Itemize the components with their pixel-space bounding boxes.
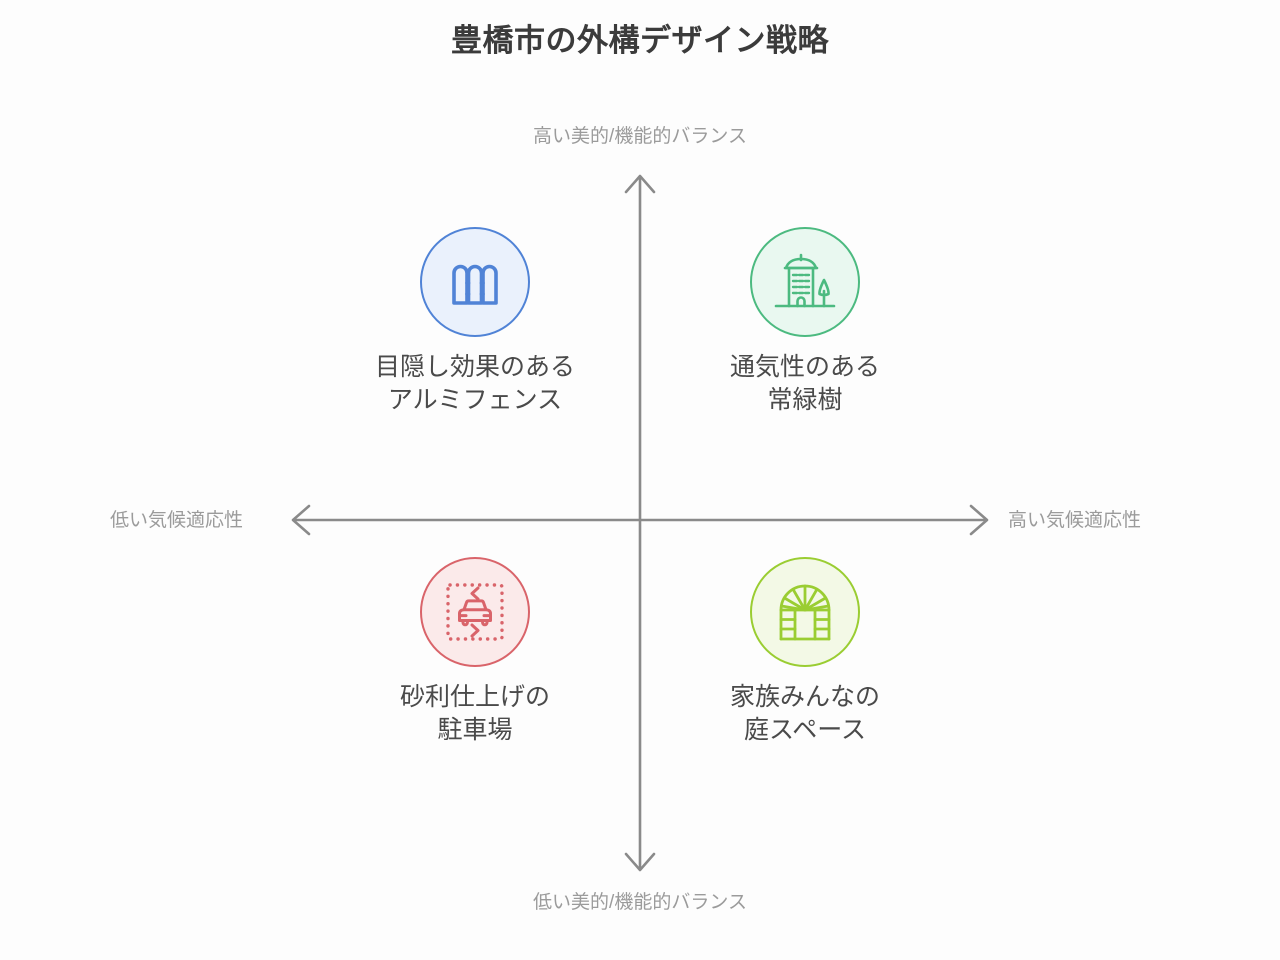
- fence-icon: [452, 264, 498, 305]
- axis-label-right: 高い気候適応性: [1008, 510, 1142, 531]
- quadrant-item-bottom-left[interactable]: 砂利仕上げの 駐車場: [345, 557, 605, 747]
- page-title: 豊橋市の外構デザイン戦略: [451, 23, 829, 58]
- quadrant-item-top-right[interactable]: 通気性のある 常緑樹: [675, 227, 935, 417]
- quadrant-label-bottom-right: 家族みんなの 庭スペース: [729, 683, 880, 744]
- parking-car-icon: [446, 583, 504, 641]
- pergola-arch-icon-circle: [750, 557, 860, 667]
- quadrant-label-bottom-left: 砂利仕上げの 駐車場: [399, 683, 550, 744]
- building-tree-icon: [774, 253, 836, 308]
- quadrant-label-top-left: 目隠し効果のある アルミフェンス: [374, 353, 575, 414]
- axis-label-bottom: 低い美的/機能的バランス: [533, 892, 747, 913]
- fence-icon-circle: [420, 227, 530, 337]
- pergola-arch-icon: [779, 584, 831, 641]
- quadrant-item-top-left[interactable]: 目隠し効果のある アルミフェンス: [345, 227, 605, 417]
- quadrant-label-top-right: 通気性のある 常緑樹: [729, 353, 880, 414]
- parking-car-icon-circle: [420, 557, 530, 667]
- quadrant-item-bottom-right[interactable]: 家族みんなの 庭スペース: [675, 557, 935, 747]
- building-tree-icon-circle: [750, 227, 860, 337]
- axis-label-top: 高い美的/機能的バランス: [533, 126, 747, 147]
- axis-label-left: 低い気候適応性: [110, 510, 244, 531]
